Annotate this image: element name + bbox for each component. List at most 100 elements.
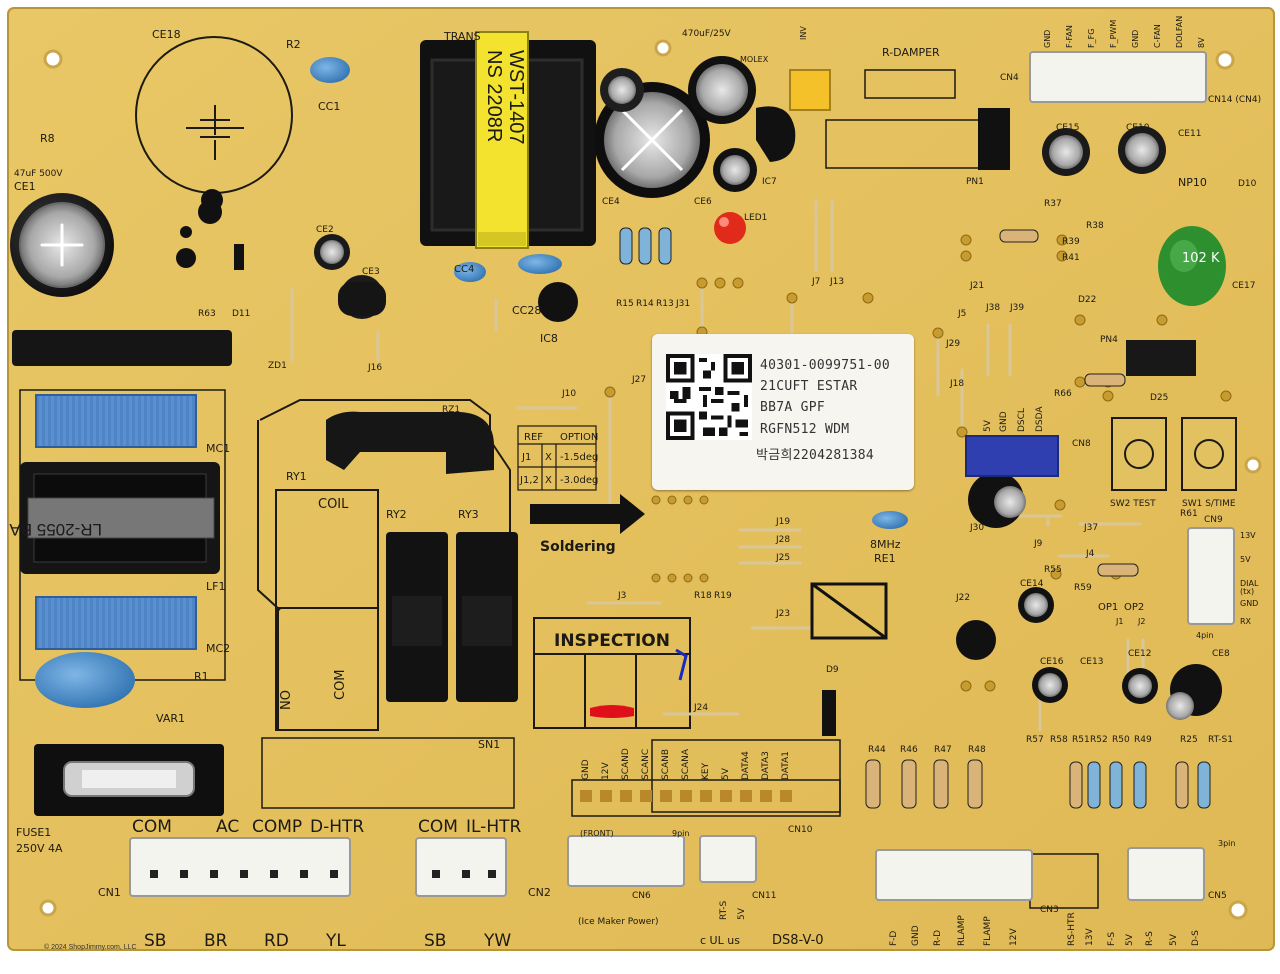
soldering-arrow — [530, 494, 645, 534]
varistor-102k — [1158, 226, 1226, 306]
transformer-trans — [420, 31, 596, 249]
hole-ce1b — [176, 248, 196, 268]
sticker-line-4: RGFN512 WDM — [760, 422, 850, 437]
label-icemaker: (Ice Maker Power) — [578, 917, 659, 927]
diode-d9 — [822, 690, 836, 736]
ref-r50: R50 — [1112, 735, 1130, 745]
ref-r2: R2 — [286, 38, 301, 51]
cn14-pin-5: C-FAN — [1153, 24, 1162, 48]
ref-r8: R8 — [40, 132, 55, 145]
ref-r59: R59 — [1074, 583, 1092, 593]
label-ic7: IC7 — [762, 177, 777, 187]
diode-d11 — [234, 244, 244, 270]
cn14-pin-1: F-FAN — [1065, 25, 1074, 48]
cn1-top-0: COM — [132, 817, 172, 837]
ref-sn1: SN1 — [478, 738, 500, 751]
ref-trans: TRANS — [443, 30, 481, 43]
ref-j16: J16 — [367, 363, 382, 373]
ref-cn1: CN1 — [98, 886, 121, 899]
cn10-pin-6: KEY — [701, 762, 711, 780]
ref-cn6: CN6 — [632, 891, 651, 901]
ref-j10: J10 — [561, 389, 576, 399]
transformer-label: WST-1407 NS 2208R — [483, 50, 527, 144]
cn10-pin-8: DATA4 — [741, 751, 751, 780]
ref-r13: R13 — [656, 299, 674, 309]
cn14-pin-3: F_PWM — [1109, 20, 1118, 48]
ref-ce4: CE4 — [602, 197, 620, 207]
ref-cn2: CN2 — [528, 886, 551, 899]
cn14-pin-labels: GND F-FAN F_FG F_PWM GND C-FAN DOLFAN 8V — [1043, 16, 1206, 48]
ref-d9: D9 — [826, 665, 839, 675]
label-crystal: 8MHz — [870, 538, 901, 551]
hole-ce1c — [180, 226, 192, 238]
cn10-pin-0: GND — [581, 759, 591, 780]
ref-r61: R61 — [1180, 509, 1198, 519]
semiconductors — [198, 106, 1196, 660]
ref-ry1: RY1 — [286, 470, 307, 483]
label-ic4: J22 — [955, 593, 970, 603]
cn3-pin-5: 12V — [1009, 928, 1019, 946]
ref-r41: R41 — [1062, 253, 1080, 263]
sticker-line-1: 40301-0099751-00 — [760, 358, 891, 373]
ref-j4: J4 — [1085, 549, 1095, 559]
label-ce1-rating: 47uF 500V — [14, 169, 63, 179]
ref-ce15: CE15 — [1056, 123, 1079, 133]
capacitors-small — [314, 56, 1222, 720]
ref-mc1: MC1 — [206, 442, 230, 455]
ref-r46: R46 — [900, 745, 918, 755]
ref-j31: J31 — [675, 299, 690, 309]
silkscreen-outlines — [19, 36, 1099, 909]
choke-lf1 — [20, 462, 220, 574]
cn3-pin-0: F-D — [889, 931, 899, 946]
connector-molex — [789, 69, 831, 111]
ref-r63: R63 — [198, 309, 216, 319]
cn8-pin-3: DSDA — [1035, 406, 1045, 432]
ref-r49: R49 — [1134, 735, 1152, 745]
ref-op1: OP1 — [1098, 602, 1118, 613]
cn8-pin-2: DSCL — [1017, 408, 1027, 432]
cn5-pin-2: F-S — [1107, 932, 1117, 946]
cn8-pin-labels: 5V GND DSCL DSDA — [983, 406, 1045, 432]
ceramic-caps — [35, 57, 908, 708]
sticker-line-3: BB7A GPF — [760, 400, 826, 415]
ref-cn3: CN3 — [1040, 905, 1059, 915]
ref-ce12: CE12 — [1128, 649, 1151, 659]
ref-d11: D11 — [232, 309, 250, 319]
ref-r66: R66 — [1054, 389, 1072, 399]
tactile-switches — [1111, 417, 1237, 491]
sticker-line-5: 박금희2204281384 — [756, 448, 875, 463]
ref-np10: NP10 — [1178, 176, 1207, 189]
label-molex: MOLEX — [740, 55, 769, 64]
label-r-damper: R-DAMPER — [882, 46, 940, 59]
cn8-pin-0: 5V — [983, 419, 993, 432]
red-inspection-mark — [590, 705, 634, 718]
lead-free-symbol — [810, 582, 888, 640]
ref-j24: J24 — [693, 703, 708, 713]
ref-r14: R14 — [636, 299, 654, 309]
ref-j25: J25 — [775, 553, 790, 563]
ref-j13: J13 — [829, 277, 844, 287]
cn14-pin-6: DOLFAN — [1175, 16, 1184, 48]
cn1-top-3: D-HTR — [310, 817, 364, 837]
label-4pin: 4pin — [1196, 631, 1213, 640]
mounting-holes — [39, 39, 1262, 920]
label-9pin: 9pin — [672, 829, 689, 838]
ref-cc1: CC1 — [318, 100, 340, 113]
ref-j21: J21 — [969, 281, 984, 291]
ref-rz1: RZ1 — [442, 405, 460, 415]
cn9-pin-3: (tx) — [1240, 587, 1254, 596]
cn11-pin-0: RT-S — [719, 900, 729, 920]
ref-ic8: IC8 — [540, 332, 558, 345]
capacitor-ce18-outline — [186, 105, 244, 160]
ref-r38: R38 — [1086, 221, 1104, 231]
label-coil: COIL — [318, 497, 349, 512]
fuse-holder — [34, 744, 224, 816]
cn3-pin-labels: F-D GND R-D RLAMP FLAMP 12V — [889, 915, 1019, 946]
connector-cn8 — [965, 435, 1059, 477]
cn14-pin-4: GND — [1131, 30, 1140, 48]
ref-r47: R47 — [934, 745, 952, 755]
transformer-line1: WST-1407 — [505, 50, 527, 144]
cn5-pin-0: RS-HTR — [1067, 912, 1077, 946]
ref-j28: J28 — [775, 535, 790, 545]
